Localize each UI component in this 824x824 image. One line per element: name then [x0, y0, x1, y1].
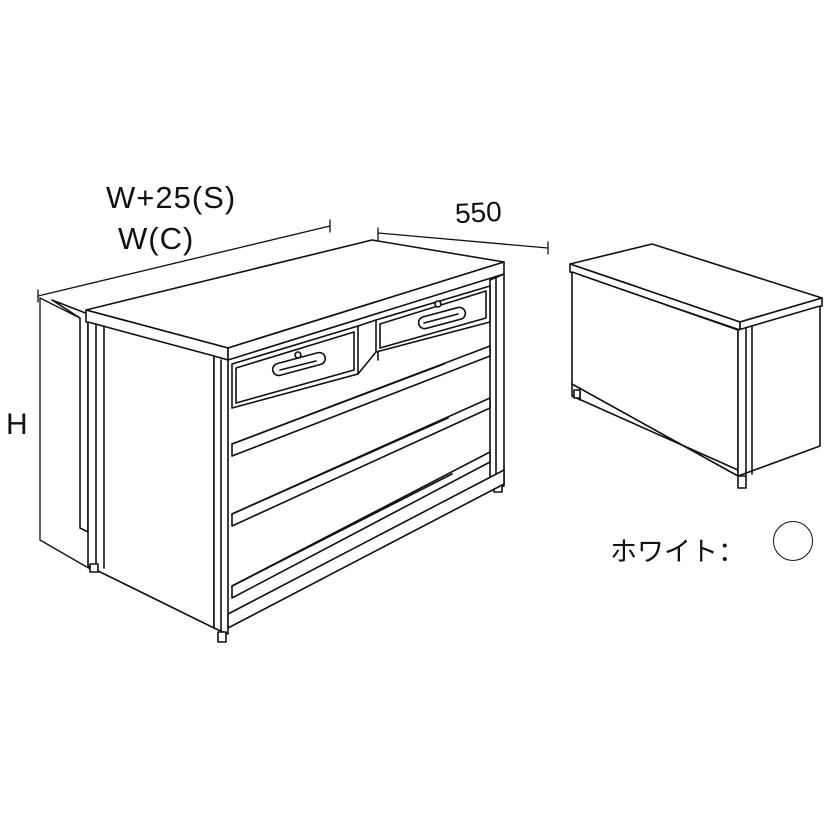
cabinet-side-panel — [87, 321, 215, 629]
width-dimension-label-s: W+25(S) — [106, 180, 237, 215]
cabinet-foot — [89, 563, 99, 573]
height-dimension-label: H — [6, 408, 28, 441]
cabinet-back-view — [569, 243, 823, 489]
width-dimension-label-c: W(C) — [118, 221, 195, 256]
shelf — [231, 451, 491, 599]
drawer-right — [375, 285, 491, 353]
depth-dimension-label: 550 — [454, 195, 503, 230]
cabinet-main — [51, 239, 505, 643]
cabinet-foot — [217, 631, 227, 643]
dimension-lines — [37, 219, 549, 571]
shelf — [231, 397, 491, 527]
cabinet-foot — [573, 389, 581, 399]
color-option-label: ホワイト： — [610, 537, 745, 568]
shelf — [231, 345, 491, 457]
cabinet-foot — [737, 475, 747, 489]
color-swatch-white — [773, 521, 813, 561]
cabinet-back-side — [51, 299, 89, 533]
drawer-left — [231, 325, 359, 409]
